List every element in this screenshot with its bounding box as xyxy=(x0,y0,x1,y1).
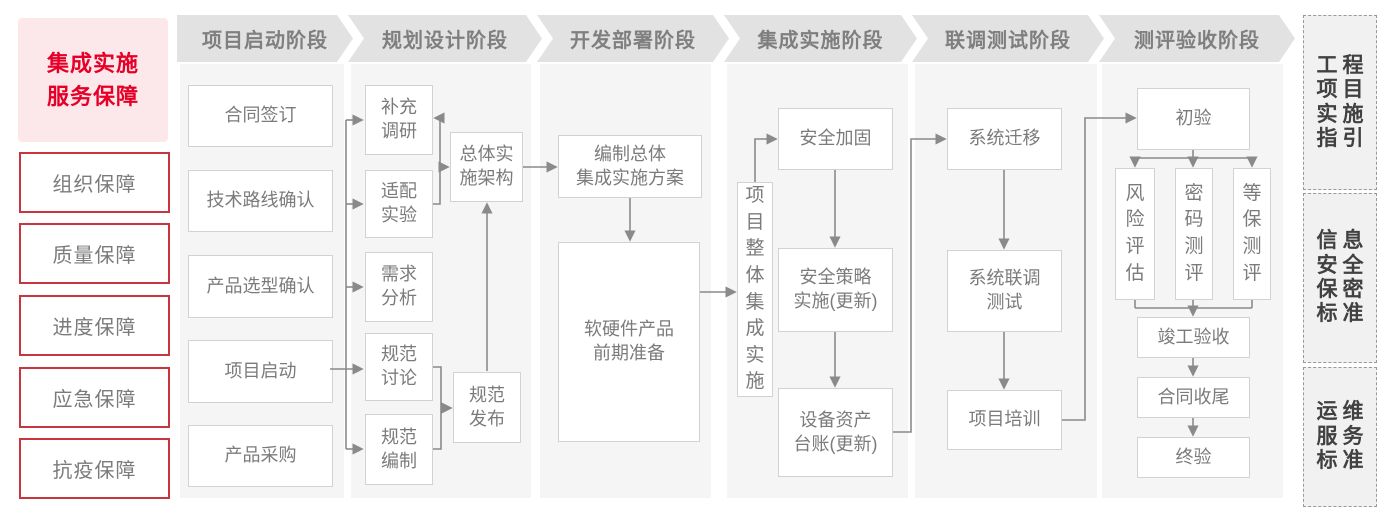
sidebar-title-line1: 集成实施 xyxy=(46,51,139,76)
flow-box-preliminary-acceptance: 初验 xyxy=(1137,88,1250,150)
phase-header-4: 集成实施阶段 xyxy=(724,15,917,62)
sidebar-item-5: 抗疫保障 xyxy=(19,438,170,499)
standard-panel-row: 标准 xyxy=(1316,449,1369,473)
standard-panel-row: 工程 xyxy=(1316,53,1369,77)
flow-box-adaptation-experiment: 适配 实验 xyxy=(365,170,433,238)
flow-box-contract-closure: 合同收尾 xyxy=(1137,377,1250,418)
phase-header-6: 测评验收阶段 xyxy=(1099,15,1295,62)
flow-box-spec-drafting: 规范 编制 xyxy=(365,414,433,485)
standard-panel-row: 实施 xyxy=(1316,102,1369,126)
flow-box-crypto-testing: 密 码 测 评 xyxy=(1175,168,1213,300)
flow-box-supplementary-research: 补充 调研 xyxy=(365,85,433,155)
flow-box-hw-sw-preparation: 软硬件产品 前期准备 xyxy=(558,242,700,442)
sidebar-title-card: 集成实施 服务保障 xyxy=(18,18,168,142)
sidebar-item-1: 组织保障 xyxy=(19,152,170,213)
phase-header-5: 联调测试阶段 xyxy=(912,15,1104,62)
flow-box-security-policy-implementation: 安全策略 实施(更新) xyxy=(778,248,893,332)
standard-panel-infosec-confidentiality-standard: 信息安全保密标准 xyxy=(1303,193,1377,363)
standard-panel-row: 标准 xyxy=(1316,302,1369,326)
standard-panel-row: 项目 xyxy=(1316,78,1369,102)
sidebar-title-line2: 服务保障 xyxy=(46,84,139,109)
sidebar-item-4: 应急保障 xyxy=(19,367,170,428)
phase-header-3: 开发部署阶段 xyxy=(537,15,729,62)
flow-box-overall-project-integration: 项 目 整 体 集 成 实 施 xyxy=(737,182,773,397)
phase-header-1: 项目启动阶段 xyxy=(177,15,353,62)
flow-box-tech-route-confirm: 技术路线确认 xyxy=(188,170,333,232)
flow-box-final-acceptance: 终验 xyxy=(1137,437,1250,478)
sidebar-item-2: 质量保障 xyxy=(19,223,170,284)
flow-box-equipment-asset-ledger: 设备资产 台账(更新) xyxy=(778,388,893,477)
standard-panel-project-implementation-guide: 工程项目实施指引 xyxy=(1303,15,1377,190)
flow-box-product-selection-confirm: 产品选型确认 xyxy=(188,255,333,318)
flow-box-risk-assessment: 风 险 评 估 xyxy=(1115,168,1155,300)
flow-box-overall-integration-plan: 编制总体 集成实施方案 xyxy=(558,135,702,198)
standard-panel-row: 安全 xyxy=(1316,253,1369,277)
flow-box-spec-discussion: 规范 讨论 xyxy=(365,333,433,401)
sidebar-item-3: 进度保障 xyxy=(19,295,170,356)
standard-panel-row: 信息 xyxy=(1316,229,1369,253)
flow-box-overall-implementation-architecture: 总体实 施架构 xyxy=(450,132,523,202)
flow-box-classified-protection-testing: 等 保 测 评 xyxy=(1233,168,1271,300)
flow-box-completion-acceptance: 竣工验收 xyxy=(1137,317,1250,358)
flow-box-contract-signing: 合同签订 xyxy=(188,85,333,147)
standard-panel-row: 服务 xyxy=(1316,424,1369,448)
standard-panel-om-service-standard: 运维服务标准 xyxy=(1303,367,1377,507)
standard-panel-row: 保密 xyxy=(1316,278,1369,301)
flow-box-project-training: 项目培训 xyxy=(947,390,1062,450)
flow-box-security-hardening: 安全加固 xyxy=(778,108,893,170)
standard-panel-row: 指引 xyxy=(1316,126,1369,150)
flow-box-spec-release: 规范 发布 xyxy=(453,372,521,443)
flow-box-system-migration: 系统迁移 xyxy=(947,108,1062,170)
standard-panel-row: 运维 xyxy=(1316,400,1369,424)
flow-box-product-procurement: 产品采购 xyxy=(188,425,333,487)
phase-header-2: 规划设计阶段 xyxy=(348,15,542,62)
flow-box-requirement-analysis: 需求 分析 xyxy=(365,252,433,322)
flow-box-system-joint-testing: 系统联调 测试 xyxy=(947,250,1062,332)
flow-box-project-kickoff: 项目启动 xyxy=(188,340,333,403)
